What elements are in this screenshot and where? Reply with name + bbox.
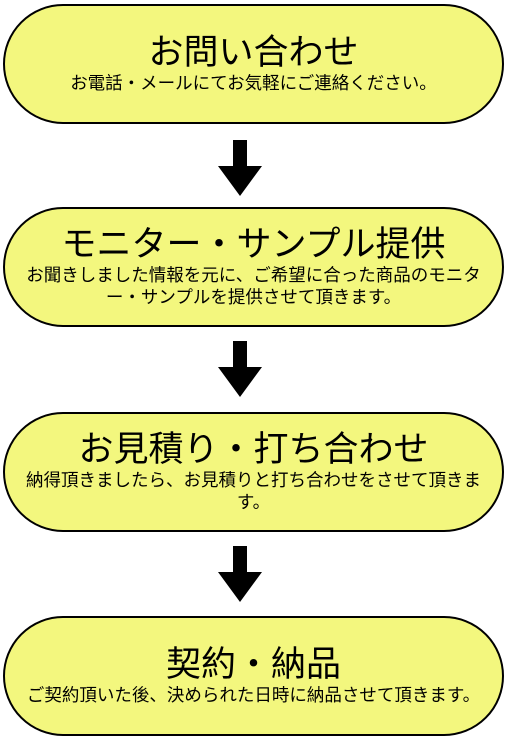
step-description: お聞きしました情報を元に、ご希望に合った商品のモニター・サンプルを提供させて頂き… [26,266,481,308]
step-title: お見積り・打ち合わせ [78,430,429,470]
step-estimate-meeting: お見積り・打ち合わせ 納得頂きましたら、お見積りと打ち合わせをさせて頂きます。 [3,412,504,532]
step-title: 契約・納品 [165,645,341,685]
step-title: お問い合わせ [148,33,359,73]
step-monitor-sample: モニター・サンプル提供 お聞きしました情報を元に、ご希望に合った商品のモニター・… [3,207,504,327]
step-contract-delivery: 契約・納品 ご契約頂いた後、決められた日時に納品させて頂きます。 [3,616,504,736]
step-inquiry: お問い合わせ お電話・メールにてお気軽にご連絡ください。 [3,4,504,124]
step-title: モニター・サンプル提供 [61,225,446,265]
down-arrow-icon [218,140,262,196]
step-description: 納得頂きましたら、お見積りと打ち合わせをさせて頂きます。 [26,471,481,513]
step-description: ご契約頂いた後、決められた日時に納品させて頂きます。 [26,686,481,706]
down-arrow-icon [218,341,262,397]
down-arrow-icon [218,546,262,602]
step-description: お電話・メールにてお気軽にご連絡ください。 [70,74,437,94]
